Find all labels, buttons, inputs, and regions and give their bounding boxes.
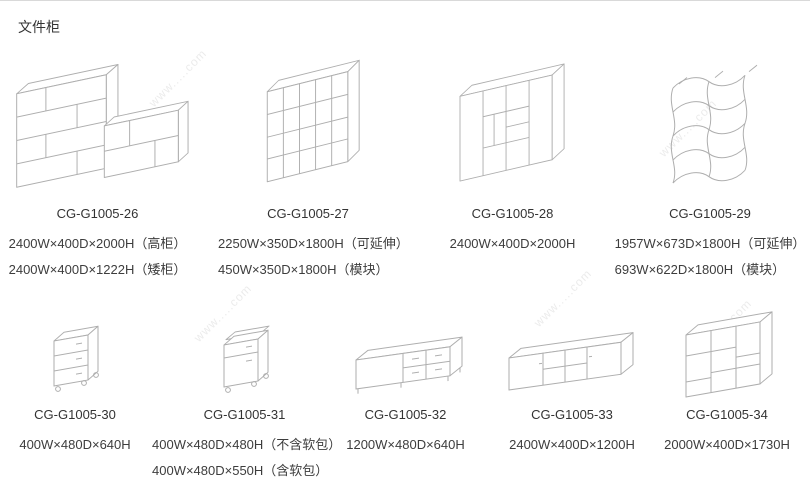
product-code: CG-G1005-29 xyxy=(669,206,751,221)
product-illustration-wrap xyxy=(612,46,808,198)
product-code: CG-G1005-30 xyxy=(34,407,116,422)
product-code: CG-G1005-33 xyxy=(531,407,613,422)
spec-line: 2400W×400D×1222H（矮柜） xyxy=(8,262,187,277)
spec-line: 2400W×400D×2000H xyxy=(449,236,576,251)
product-illustration-wrap xyxy=(492,319,652,399)
door-cabinet-illustration xyxy=(459,63,565,182)
product-card: CG-G1005-33 2400W×400D×1200H xyxy=(492,319,652,458)
page-title: 文件柜 xyxy=(18,19,60,35)
spec-line: 400W×480D×550H（含软包） xyxy=(152,463,329,478)
product-specs: 2000W×400D×1730H xyxy=(664,432,790,458)
product-code: CG-G1005-27 xyxy=(267,206,349,221)
spec-line: 400W×480D×480H（不含软包） xyxy=(152,437,342,452)
product-illustration-wrap xyxy=(0,319,150,399)
spec-line: 400W×480D×640H xyxy=(19,437,131,452)
product-illustration-wrap xyxy=(152,319,337,399)
product-specs: 400W×480D×480H（不含软包） 400W×480D×550H（含软包） xyxy=(152,432,341,484)
mobile-pedestal-cushion-illustration xyxy=(223,325,269,393)
product-code: CG-G1005-28 xyxy=(471,206,554,221)
product-illustration-wrap xyxy=(218,46,398,198)
spec-line: 693W×622D×1800H（模块） xyxy=(614,262,786,277)
spec-line: 450W×350D×1800H（模块） xyxy=(218,262,389,277)
spec-line: 2400W×400D×1200H xyxy=(509,437,635,452)
product-specs: 400W×480D×640H xyxy=(19,432,130,458)
mobile-pedestal-3-drawer-illustration xyxy=(53,325,99,392)
product-illustration-wrap xyxy=(425,46,600,198)
spec-line: 2400W×400D×2000H（高柜） xyxy=(8,236,187,251)
spec-line: 2000W×400D×1730H xyxy=(664,437,790,452)
product-code: CG-G1005-32 xyxy=(364,407,447,422)
product-illustration-wrap xyxy=(5,46,190,198)
cube-open-shelf-illustration xyxy=(685,311,772,398)
product-card: CG-G1005-32 1200W×480D×640H xyxy=(338,319,473,458)
low-credenza-drawers-illustration xyxy=(355,336,463,394)
product-specs: 1957W×673D×1800H（可延伸） 693W×622D×1800H（模块… xyxy=(615,231,806,283)
double-open-bookshelf-illustration xyxy=(16,63,189,188)
product-card: CG-G1005-30 400W×480D×640H xyxy=(0,319,150,458)
product-card: CG-G1005-31 400W×480D×480H（不含软包） 400W×48… xyxy=(152,319,341,484)
product-specs: 1200W×480D×640H xyxy=(346,432,465,458)
product-code: CG-G1005-34 xyxy=(686,407,768,422)
product-code: CG-G1005-26 xyxy=(56,206,139,221)
product-card: CG-G1005-28 2400W×400D×2000H xyxy=(425,46,600,257)
product-card: CG-G1005-27 2250W×350D×1800H（可延伸） 450W×3… xyxy=(218,46,409,283)
product-specs: 2400W×400D×2000H（高柜） 2400W×400D×1222H（矮柜… xyxy=(9,231,187,283)
product-specs: 2400W×400D×2000H xyxy=(450,231,576,257)
product-illustration-wrap xyxy=(338,319,473,399)
spec-line: 1957W×673D×1800H（可延伸） xyxy=(614,236,806,251)
product-code: CG-G1005-31 xyxy=(203,407,286,422)
product-card: CG-G1005-26 2400W×400D×2000H（高柜） 2400W×4… xyxy=(5,46,190,283)
product-specs: 2400W×400D×1200H xyxy=(509,432,635,458)
product-specs: 2250W×350D×1800H（可延伸） 450W×350D×1800H（模块… xyxy=(218,231,409,283)
product-card: CG-G1005-29 1957W×673D×1800H（可延伸） 693W×6… xyxy=(612,46,808,283)
product-illustration-wrap xyxy=(652,311,802,399)
sideboard-doors-illustration xyxy=(508,332,633,391)
modular-grid-shelf-illustration xyxy=(266,59,360,183)
spec-line: 2250W×350D×1800H（可延伸） xyxy=(218,236,409,251)
spec-line: 1200W×480D×640H xyxy=(346,437,465,452)
wave-shelf-illustration xyxy=(670,64,758,184)
product-card: CG-G1005-34 2000W×400D×1730H xyxy=(652,311,802,458)
